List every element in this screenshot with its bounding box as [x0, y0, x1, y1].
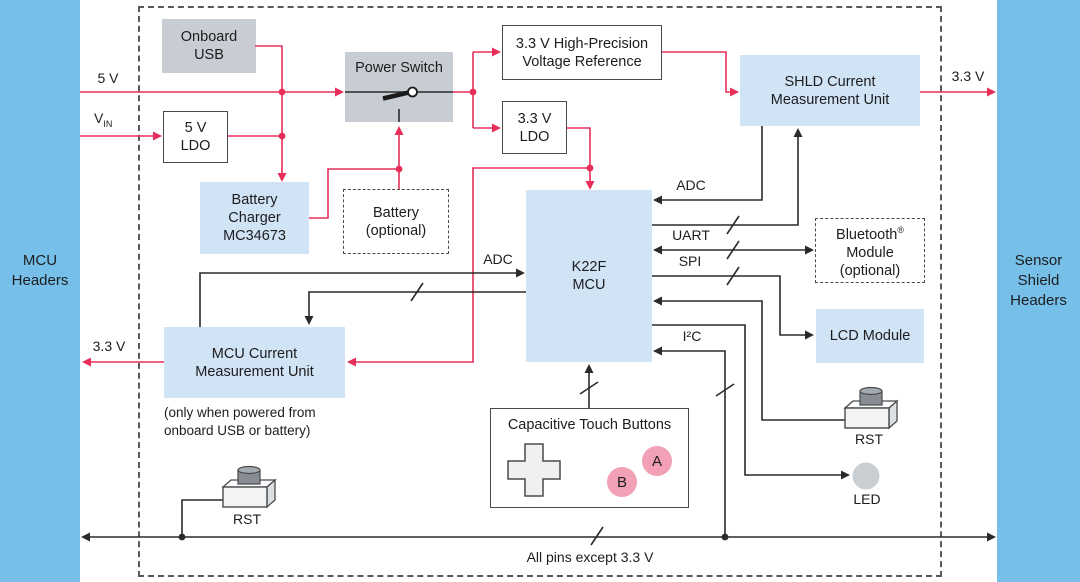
bluetooth-line2: Module [846, 244, 894, 261]
block-5v-ldo: 5 V LDO [163, 111, 228, 163]
label-adc-right: ADC [676, 177, 706, 193]
block-power-switch: Power Switch [345, 52, 453, 122]
touch-button-a: A [642, 446, 672, 476]
bluetooth-line1: Bluetooth® [836, 225, 904, 243]
sensor-shield-headers-bar: Sensor Shield Headers [997, 0, 1080, 582]
block-onboard-usb: Onboard USB [162, 19, 256, 73]
block-mcu-current-measurement: MCU Current Measurement Unit [164, 327, 345, 398]
touch-button-b: B [607, 467, 637, 497]
label-adc-left: ADC [483, 251, 513, 267]
label-5v: 5 V [97, 70, 119, 86]
block-battery-charger: Battery Charger MC34673 [200, 182, 309, 254]
block-battery-optional: Battery (optional) [343, 189, 449, 254]
label-spi: SPI [678, 253, 702, 269]
mcu-headers-bar: MCU Headers [0, 0, 80, 582]
label-i2c: I²C [682, 328, 702, 344]
label-3v3-right: 3.3 V [951, 68, 985, 84]
sensor-shield-headers-label: Sensor Shield Headers [1010, 252, 1067, 309]
block-voltage-reference: 3.3 V High-Precision Voltage Reference [502, 25, 662, 80]
label-rst-left: RST [233, 511, 261, 527]
label-uart: UART [672, 227, 710, 243]
block-k22f-mcu: K22F MCU [526, 190, 652, 362]
label-rst-right: RST [855, 431, 883, 447]
mcu-cmu-note: (only when powered from onboard USB or b… [164, 405, 316, 438]
label-3v3-left: 3.3 V [92, 338, 126, 354]
label-all-pins: All pins except 3.3 V [526, 549, 654, 565]
bluetooth-line3: (optional) [839, 262, 901, 279]
label-led: LED [853, 491, 881, 507]
mcu-headers-label: MCU Headers [11, 252, 69, 289]
block-3v3-ldo: 3.3 V LDO [502, 101, 567, 154]
block-shld-current-measurement: SHLD Current Measurement Unit [740, 55, 920, 126]
label-vin: VIN [94, 110, 113, 129]
board-boundary [138, 6, 942, 577]
block-lcd-module: LCD Module [816, 309, 924, 363]
block-bluetooth-module: Bluetooth® Module (optional) [815, 218, 925, 283]
